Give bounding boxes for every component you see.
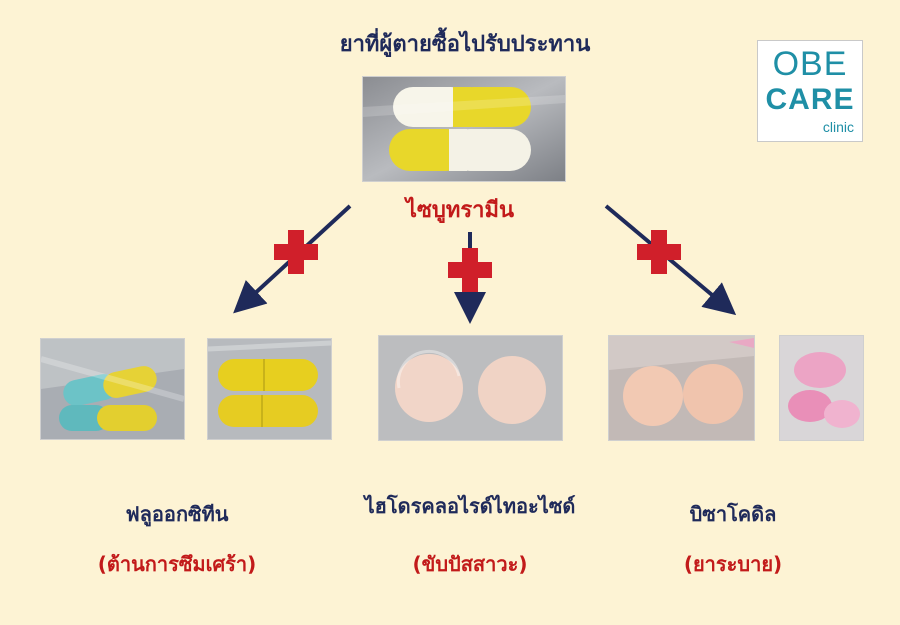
tablet-icon <box>683 364 743 424</box>
tablet-icon <box>478 356 546 424</box>
fluoxetine-photo-2 <box>207 338 332 440</box>
tablet-icon <box>395 354 463 422</box>
tablet-icon <box>824 400 860 428</box>
red-cross-icon <box>448 248 492 292</box>
tablet-icon <box>788 390 832 422</box>
bisacodyl-photo-2 <box>779 335 864 441</box>
red-cross-icon <box>274 230 318 274</box>
capsule-icon <box>59 405 157 431</box>
capsule-icon <box>218 395 318 427</box>
logo-text-obe: OBE <box>772 45 848 83</box>
logo-text-care: CARE <box>765 83 855 116</box>
hydrochlorothiazide-photo <box>378 335 563 441</box>
center-drug-label: ไซบูทรามีน <box>405 198 515 223</box>
obe-care-clinic-logo: OBE CARE clinic <box>757 40 863 142</box>
capsule-icon <box>63 366 157 406</box>
capsule-icon <box>389 129 531 171</box>
drug-use-fluoxetine: (ต้านการซึมเศร้า) <box>97 552 257 576</box>
tablet-icon <box>794 352 846 388</box>
bisacodyl-photo-1 <box>608 335 755 441</box>
drug-name-bisacodyl: บิซาโคดิล <box>689 502 777 526</box>
fluoxetine-photo-1 <box>40 338 185 440</box>
capsule-icon <box>393 87 531 127</box>
drug-name-hydrochlorothiazide: ไฮโดรคลอไรด์ไทอะไซด์ <box>364 494 576 518</box>
red-cross-icon <box>637 230 681 274</box>
drug-use-bisacodyl: (ยาระบาย) <box>683 552 783 576</box>
diagram-title: ยาที่ผู้ตายซื้อไปรับประทาน <box>339 32 591 57</box>
center-capsules-photo <box>362 76 566 182</box>
drug-name-fluoxetine: ฟลูออกซิทีน <box>125 502 229 526</box>
tablet-icon <box>623 366 683 426</box>
drug-use-hydrochlorothiazide: (ขับปัสสาวะ) <box>412 552 528 576</box>
capsule-icon <box>218 359 318 391</box>
logo-text-clinic: clinic <box>822 119 854 135</box>
